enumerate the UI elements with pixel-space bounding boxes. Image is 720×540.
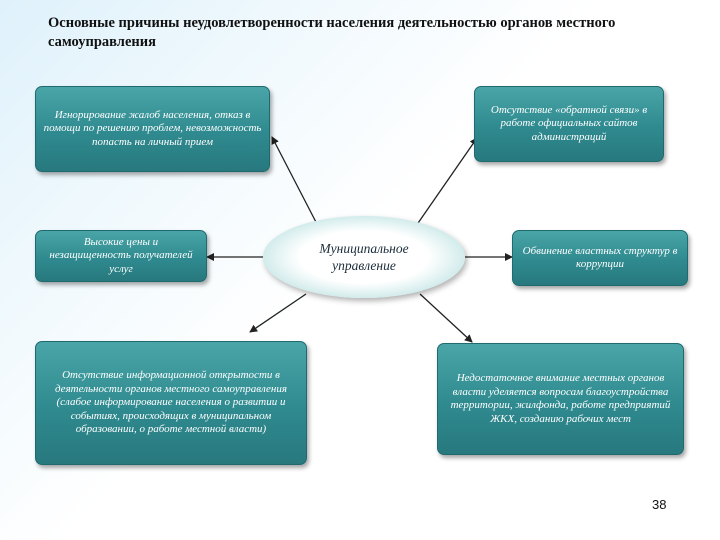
- node-bottom-left: Отсутствие информационной открытости в д…: [35, 341, 307, 465]
- arrow-to-bottom-right: [419, 293, 473, 343]
- arrow-to-top-right: [415, 137, 478, 227]
- node-top-left-text: Игнорирование жалоб населения, отказ в п…: [43, 108, 262, 148]
- arrow-to-top-left: [271, 136, 319, 227]
- node-bottom-left-text: Отсутствие информационной открытости в д…: [54, 369, 287, 436]
- page-number: 38: [652, 497, 667, 512]
- node-middle-right: Обвинение властных структур в коррупции: [512, 230, 688, 286]
- node-top-right-text: Отсутствие «обратной связи» в работе офи…: [490, 103, 648, 143]
- center-node: Муниципальное управление: [263, 216, 465, 298]
- node-middle-right-text: Обвинение властных структур в коррупции: [522, 244, 678, 271]
- center-node-text: Муниципальное управление: [319, 241, 409, 273]
- arrow-to-bottom-left: [249, 293, 307, 333]
- slide-title: Основные причины неудовлетворенности нас…: [48, 15, 616, 50]
- node-bottom-right-text: Недостаточное внимание местных органов в…: [450, 372, 671, 425]
- node-middle-left: Высокие цены и незащищенность получателе…: [35, 230, 207, 282]
- node-bottom-right: Недостаточное внимание местных органов в…: [437, 343, 684, 455]
- node-middle-left-text: Высокие цены и незащищенность получателе…: [49, 235, 193, 275]
- node-top-right: Отсутствие «обратной связи» в работе офи…: [474, 86, 664, 162]
- node-top-left: Игнорирование жалоб населения, отказ в п…: [35, 86, 270, 172]
